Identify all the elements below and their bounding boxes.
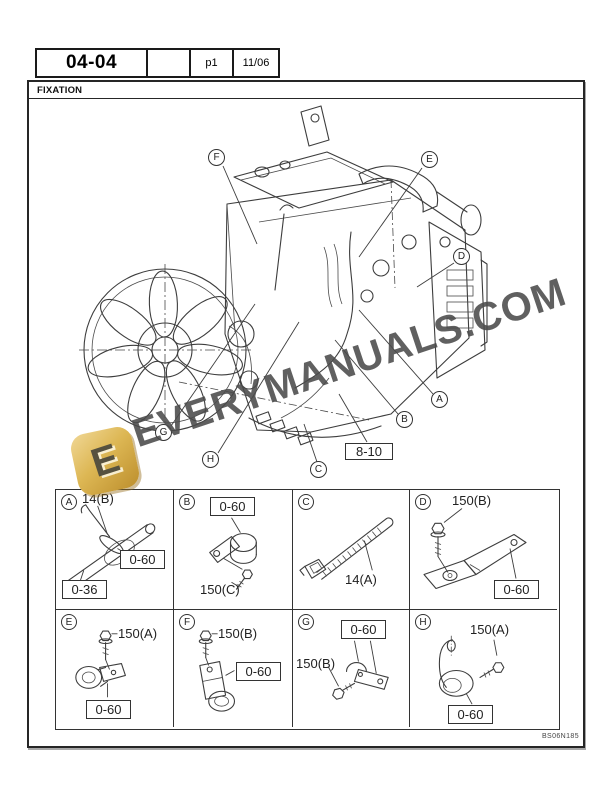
detail-cell-b: B 0-60 150(C) [174, 490, 293, 610]
detail-cell-c: C [293, 490, 410, 610]
detail-cell-e: E 150(A) 0-6 [56, 610, 174, 727]
part-number-label: 150(B) [296, 656, 336, 671]
figure-code: BS06N185 [541, 733, 579, 740]
cell-letter: F [179, 614, 195, 630]
part-drawing-h [438, 635, 505, 705]
ref-box: 0-60 [341, 620, 386, 639]
part-number-label: 150(B) [452, 493, 492, 508]
page-number-cell: p1 [191, 48, 234, 78]
detail-cell-d: D 150(B) [410, 490, 557, 610]
cell-letter: D [415, 494, 431, 510]
header-table: 04-04 p1 11/06 [35, 48, 280, 78]
part-drawing-e [75, 630, 126, 698]
part-number-label: 150(A) [118, 626, 158, 641]
date-cell: 11/06 [234, 48, 280, 78]
part-number-label: 150(A) [470, 622, 510, 637]
detail-cell-g: G 0-60 150(B) [293, 610, 410, 727]
ref-box: 0-60 [236, 662, 281, 681]
cell-letter: E [61, 614, 77, 630]
part-number-label: 150(C) [200, 582, 240, 597]
detail-cell-h: H 150(A) 0-60 [410, 610, 557, 727]
section-ref-box: 8-10 [345, 443, 393, 460]
cell-letter: H [415, 614, 431, 630]
part-drawing-c [299, 517, 394, 580]
part-number-label: 14(A) [345, 572, 377, 587]
cell-letter: C [298, 494, 314, 510]
callout-e: E [421, 151, 438, 168]
detail-cell-f: F 150(B) 0-60 [174, 610, 293, 727]
cell-letter: G [298, 614, 314, 630]
callout-a: A [431, 391, 448, 408]
part-number-label: 150(B) [218, 626, 258, 641]
header-cell-empty [148, 48, 191, 78]
content-frame: FIXATION [27, 80, 585, 748]
details-grid: A 14(B) 0-60 0-36 [55, 489, 560, 730]
section-title: FIXATION [37, 85, 83, 96]
callout-c: C [310, 461, 327, 478]
engine-diagram-art [79, 105, 488, 463]
ref-box: 0-60 [494, 580, 539, 599]
part-drawing-d [423, 508, 527, 590]
part-drawing-g [328, 640, 389, 700]
part-drawing-f [198, 630, 236, 712]
part-drawing-b [209, 517, 257, 590]
cell-letter: A [61, 494, 77, 510]
ref-box: 0-60 [120, 550, 165, 569]
callout-d: D [453, 248, 470, 265]
ref-box: 0-60 [210, 497, 255, 516]
callout-h: H [202, 451, 219, 468]
section-title-row: FIXATION [29, 82, 583, 99]
doc-number-cell: 04-04 [35, 48, 148, 78]
ref-box: 0-60 [86, 700, 131, 719]
callout-f: F [208, 149, 225, 166]
watermark-logo-letter: E [85, 435, 125, 486]
cell-letter: B [179, 494, 195, 510]
watermark-logo: E [68, 424, 142, 498]
callout-b: B [396, 411, 413, 428]
callout-g: G [155, 424, 172, 441]
ref-box: 0-36 [62, 580, 107, 599]
detail-cell-a: A 14(B) 0-60 0-36 [56, 490, 174, 610]
ref-box: 0-60 [448, 705, 493, 724]
